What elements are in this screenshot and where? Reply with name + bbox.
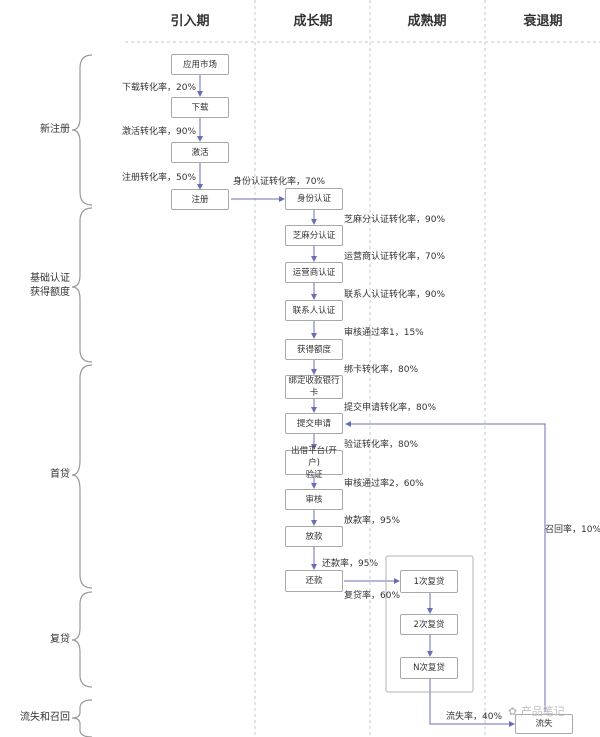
node-loan-1: 1次复贷	[400, 570, 458, 593]
rate-carrier: 运营商认证转化率，70%	[344, 252, 446, 262]
rate-repay: 还款率，95%	[322, 559, 379, 569]
rate-verify: 验证转化率，80%	[344, 440, 419, 450]
node-bind-card: 绑定收款银行 卡	[285, 375, 343, 399]
rate-disburse: 放款率，95%	[344, 516, 401, 526]
stage-churn-recall: 流失和召回	[20, 712, 70, 723]
node-repay: 还款	[285, 570, 343, 592]
watermark-text: 产品笔记	[520, 705, 565, 718]
phase-mature: 成熟期	[407, 14, 447, 29]
phase-growth: 成长期	[293, 14, 333, 29]
column-separators	[254, 0, 486, 737]
flow-arrows	[197, 75, 546, 727]
rate-review1: 审核通过率1，15%	[344, 328, 424, 338]
rate-sesame: 芝麻分认证转化率，90%	[344, 215, 446, 225]
phase-intro: 引入期	[170, 14, 210, 29]
node-app-store: 应用市场	[171, 54, 229, 75]
rate-submit: 提交申请转化率，80%	[344, 403, 437, 413]
rate-recall: 召回率，10%	[545, 525, 600, 535]
wechat-icon: ✿	[508, 705, 518, 718]
watermark: ✿ 产品笔记	[508, 703, 565, 719]
node-register: 注册	[171, 189, 229, 210]
node-sesame-auth: 芝麻分认证	[285, 225, 343, 246]
node-lending-platform: 出借平台(开户) 验证	[285, 446, 343, 480]
rate-id: 身份认证转化率，70%	[233, 177, 326, 187]
rate-bind: 绑卡转化率，80%	[344, 365, 419, 375]
node-activate: 激活	[171, 142, 229, 163]
stage-first-loan: 首贷	[50, 469, 70, 480]
node-carrier-auth: 运营商认证	[285, 262, 343, 283]
node-contact-auth: 联系人认证	[285, 300, 343, 321]
rate-churn: 流失率，40%	[446, 712, 503, 722]
node-download: 下载	[171, 97, 229, 118]
node-disburse: 放款	[285, 526, 343, 547]
rate-register: 注册转化率，50%	[122, 173, 197, 183]
rate-activate: 激活转化率，90%	[122, 127, 197, 137]
repeat-loan-group	[385, 555, 474, 693]
stage-braces	[71, 54, 93, 737]
rate-download: 下载转化率，20%	[122, 83, 197, 93]
node-review: 审核	[285, 489, 343, 510]
node-id-auth: 身份认证	[285, 188, 343, 210]
rate-reloan: 复贷率，60%	[344, 591, 401, 601]
node-submit-apply: 提交申请	[285, 413, 343, 434]
node-loan-n: N次复贷	[400, 657, 458, 679]
rate-contact: 联系人认证转化率，90%	[344, 290, 446, 300]
node-get-credit: 获得额度	[285, 339, 343, 360]
node-loan-2: 2次复贷	[400, 614, 458, 635]
stage-new-registration: 新注册	[40, 124, 70, 135]
phase-decline: 衰退期	[523, 14, 563, 29]
stage-basic-auth: 基础认证 获得额度	[30, 273, 70, 298]
stage-repeat-loan: 复贷	[50, 634, 70, 645]
rate-review2: 审核通过率2，60%	[344, 479, 424, 489]
node-churn: 流失	[515, 714, 573, 734]
